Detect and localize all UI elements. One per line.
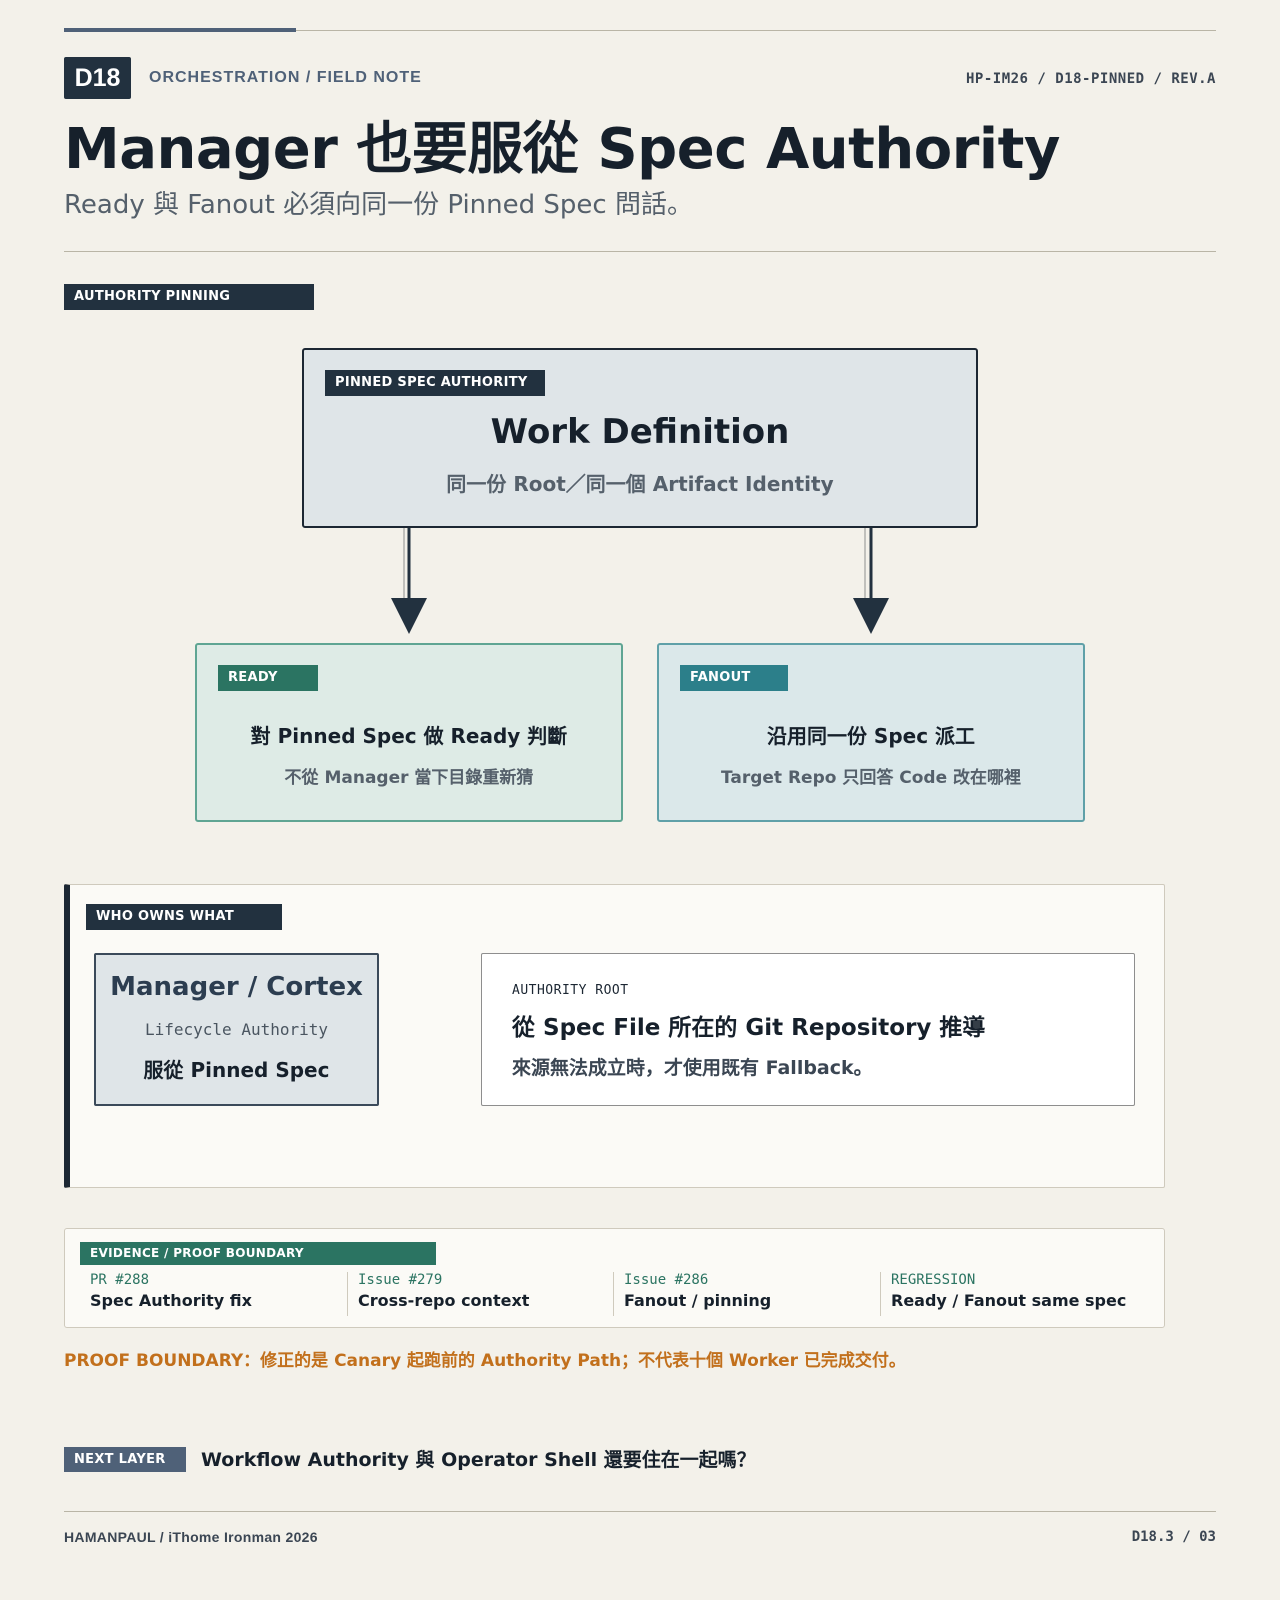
- page-subtitle: Ready 與 Fanout 必須向同一份 Pinned Spec 問話。: [64, 190, 693, 220]
- evidence-key: PR #288: [90, 1272, 150, 1288]
- authority-root-label: AUTHORITY ROOT: [512, 983, 629, 998]
- top-rule-accent: [64, 28, 296, 32]
- authority-root-subtitle: 來源無法成立時，才使用既有 Fallback。: [512, 1057, 873, 1079]
- doc-reference: HP-IM26 / D18-PINNED / REV.A: [965, 71, 1216, 87]
- day-badge: D18: [64, 57, 131, 99]
- kicker: ORCHESTRATION / FIELD NOTE: [149, 69, 422, 86]
- authority-root-box: [481, 953, 1135, 1106]
- pinned-spec-tag: PINNED SPEC AUTHORITY: [325, 370, 545, 396]
- footer-divider: [64, 1511, 1216, 1512]
- ready-tag: READY: [218, 665, 318, 691]
- manager-role: Lifecycle Authority: [144, 1020, 329, 1039]
- evidence-key: REGRESSION: [891, 1272, 976, 1288]
- evidence-value: Cross-repo context: [358, 1291, 530, 1310]
- ready-title: 對 Pinned Spec 做 Ready 判斷: [250, 724, 568, 748]
- evidence-value: Spec Authority fix: [90, 1291, 252, 1310]
- evidence-item: Issue #279 Cross-repo context: [347, 1272, 613, 1316]
- section-tag-evidence: EVIDENCE / PROOF BOUNDARY: [80, 1242, 436, 1265]
- fanout-tag: FANOUT: [680, 665, 788, 691]
- proof-boundary-note: PROOF BOUNDARY：修正的是 Canary 起跑前的 Authorit…: [64, 1351, 906, 1371]
- fanout-box: [657, 643, 1085, 822]
- fanout-subtitle: Target Repo 只回答 Code 改在哪裡: [720, 768, 1022, 788]
- evidence-value: Ready / Fanout same spec: [891, 1291, 1127, 1310]
- evidence-item: Issue #286 Fanout / pinning: [613, 1272, 880, 1316]
- ready-subtitle: 不從 Manager 當下目錄重新猜: [284, 768, 534, 788]
- fanout-title: 沿用同一份 Spec 派工: [766, 724, 976, 748]
- arrow-to-fanout: [853, 528, 889, 634]
- footer-page: D18.3 / 03: [1131, 1529, 1216, 1545]
- manager-rule: 服從 Pinned Spec: [143, 1058, 330, 1082]
- work-definition-subtitle: 同一份 Root／同一個 Artifact Identity: [446, 472, 834, 496]
- evidence-item: REGRESSION Ready / Fanout same spec: [880, 1272, 1155, 1316]
- header-divider: [64, 251, 1216, 252]
- arrow-to-ready: [391, 528, 427, 634]
- next-layer-question: Workflow Authority 與 Operator Shell 還要住在…: [201, 1449, 756, 1471]
- authority-root-title: 從 Spec File 所在的 Git Repository 推導: [512, 1015, 986, 1041]
- evidence-key: Issue #279: [358, 1272, 443, 1288]
- page-title: Manager 也要服從 Spec Authority: [64, 117, 1060, 182]
- section-tag-who-owns-what: WHO OWNS WHAT: [86, 904, 282, 930]
- top-rule: [64, 30, 1216, 31]
- evidence-key: Issue #286: [624, 1272, 709, 1288]
- footer-author: HAMANPAUL / iThome Ironman 2026: [64, 1529, 318, 1545]
- next-layer-tag: NEXT LAYER: [64, 1447, 186, 1472]
- section-tag-authority-pinning: AUTHORITY PINNING: [64, 284, 314, 310]
- work-definition-title: Work Definition: [490, 412, 790, 452]
- manager-box: [94, 953, 379, 1106]
- evidence-value: Fanout / pinning: [624, 1291, 772, 1310]
- manager-title: Manager / Cortex: [110, 972, 363, 1002]
- evidence-item: PR #288 Spec Authority fix: [80, 1272, 347, 1316]
